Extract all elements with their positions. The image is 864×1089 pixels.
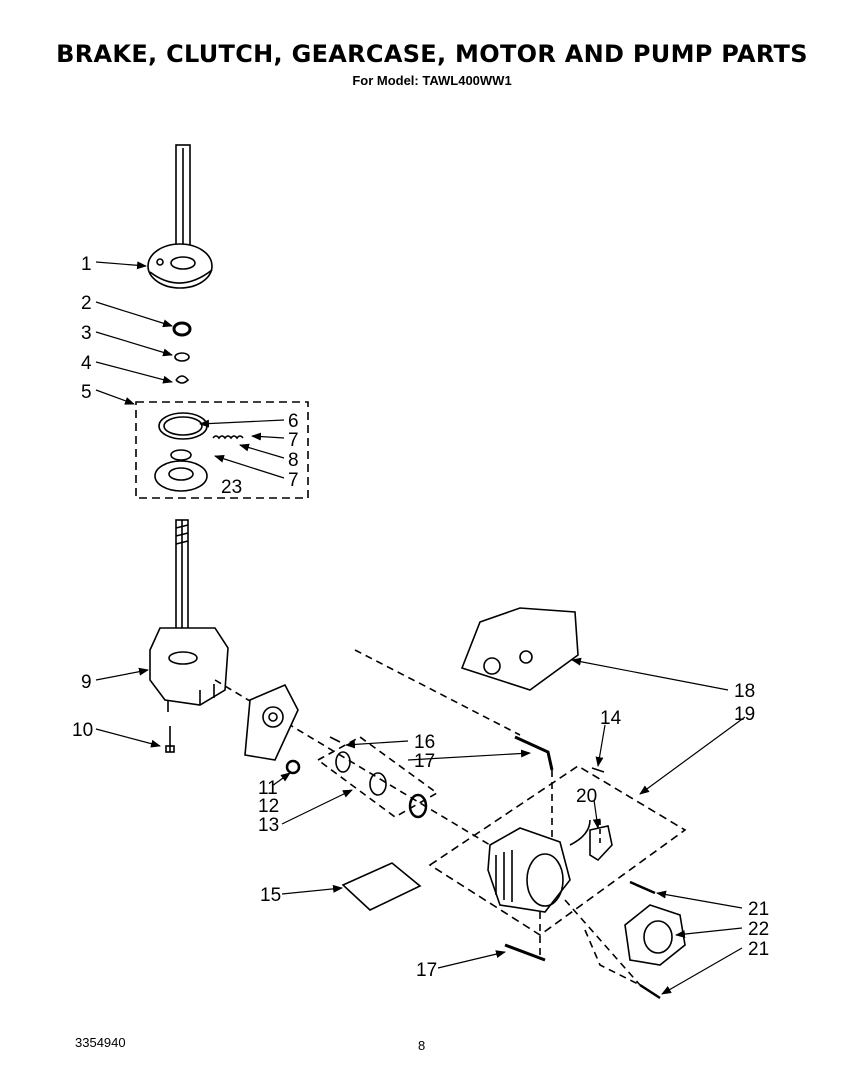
part-17-rod-upper (514, 735, 554, 771)
callout-5: 5 (81, 382, 92, 403)
callout-17-lower: 17 (416, 960, 437, 981)
callout-20: 20 (576, 786, 597, 807)
callout-1: 1 (81, 254, 92, 275)
part-8-spring (212, 435, 244, 440)
callout-2: 2 (81, 293, 92, 314)
part-17-rod-lower (504, 943, 546, 962)
page-title: BRAKE, CLUTCH, GEARCASE, MOTOR AND PUMP … (56, 40, 808, 68)
callout-8: 8 (288, 450, 299, 471)
callout-3: 3 (81, 323, 92, 344)
callout-19: 19 (734, 704, 755, 725)
callout-18: 18 (734, 681, 755, 702)
part-20-switch (589, 825, 613, 862)
callout-14: 14 (600, 708, 622, 729)
page-number: 8 (418, 1038, 426, 1053)
callout-21-upper: 21 (748, 899, 769, 920)
part-15-gasket (341, 862, 422, 911)
part-5-brake-kit-box (135, 401, 309, 499)
callout-9: 9 (81, 672, 92, 693)
callout-12: 12 (258, 796, 279, 817)
callout-22: 22 (748, 919, 769, 940)
motor-part (487, 819, 591, 913)
coupling-parts (335, 751, 428, 819)
part-9-gearcase (149, 627, 229, 712)
callout-23: 23 (221, 477, 242, 498)
part-6-brake-band (158, 412, 208, 440)
part-22-pump (624, 904, 686, 966)
part-19-motor-kit-box (428, 765, 687, 936)
part-10-bolt (165, 726, 175, 753)
model-subtitle: For Model: TAWL400WW1 (352, 73, 512, 88)
callout-11: 11 (258, 778, 278, 799)
document-number: 3354940 (75, 1035, 126, 1050)
callout-17-upper: 17 (414, 751, 435, 772)
part-21-clip-lower (639, 983, 661, 1000)
part-11-clutch-plate (244, 683, 299, 761)
part-23-brake-rotor (154, 449, 208, 492)
part-14-clip (591, 767, 605, 773)
part-18-shield (460, 607, 579, 691)
part-2-nut (172, 321, 192, 337)
callout-7b: 7 (288, 470, 299, 491)
brake-shaft-part (175, 144, 191, 266)
part-1-brake-assembly (147, 243, 213, 289)
callout-21-lower: 21 (748, 939, 769, 960)
part-3-washer (174, 352, 190, 362)
callout-13: 13 (258, 815, 279, 836)
callout-7a: 7 (288, 430, 299, 451)
callout-10: 10 (72, 720, 93, 741)
part-16-screw (329, 736, 341, 743)
callout-15: 15 (260, 885, 281, 906)
part-4-clip (175, 375, 190, 384)
part-12-nut (285, 759, 301, 775)
callout-4: 4 (81, 353, 92, 374)
part-21-clip-upper (629, 880, 656, 895)
callout-16: 16 (414, 732, 435, 753)
callout-6: 6 (288, 411, 299, 432)
drive-shaft-part (175, 519, 189, 651)
